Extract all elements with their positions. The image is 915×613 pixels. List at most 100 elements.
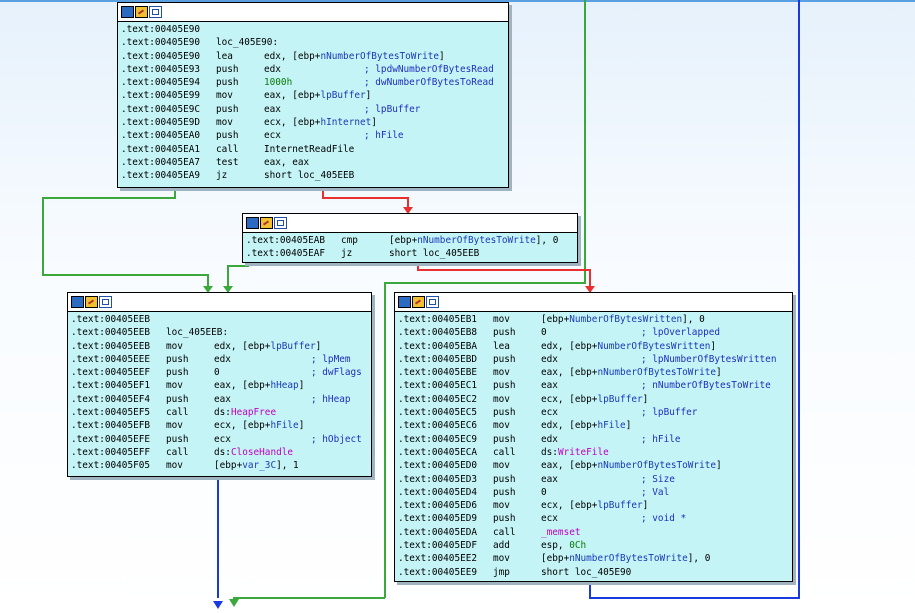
graph-node-rename-icon[interactable] xyxy=(412,296,425,308)
asm-operand[interactable]: ecx xyxy=(541,407,558,419)
asm-operand[interactable]: edx xyxy=(264,63,281,75)
asm-operand[interactable]: InternetReadFile xyxy=(264,143,355,155)
graph-node-color-icon[interactable] xyxy=(246,217,259,229)
asm-operand[interactable]: [ebp+nNumberOfBytesToWrite], 0 xyxy=(541,553,711,565)
asm-operand[interactable]: ecx, [ebp+lpBuffer] xyxy=(541,500,649,512)
asm-operand[interactable]: edx, [ebp+nNumberOfBytesToWrite] xyxy=(264,50,445,62)
asm-line[interactable]: .text:00405EEB xyxy=(71,313,371,326)
asm-operand[interactable]: 0 xyxy=(541,486,547,498)
asm-operand[interactable]: eax xyxy=(214,393,231,405)
asm-operand[interactable]: [ebp+nNumberOfBytesToWrite], 0 xyxy=(389,235,559,246)
asm-operand[interactable]: ecx xyxy=(214,433,231,445)
asm-operand[interactable]: edx xyxy=(541,433,558,445)
graph-node-rename-icon[interactable] xyxy=(260,217,273,229)
asm-operand[interactable]: esp, 0Ch xyxy=(541,540,587,552)
asm-operand[interactable]: ecx, [ebp+lpBuffer] xyxy=(541,393,649,405)
asm-operand[interactable]: short loc_405E90 xyxy=(541,566,632,578)
graph-node-color-icon[interactable] xyxy=(398,296,411,308)
graph-node-color-icon[interactable] xyxy=(121,6,134,18)
asm-operand[interactable]: eax, eax xyxy=(264,156,310,168)
asm-label[interactable]: loc_405E90: xyxy=(216,37,279,49)
asm-operand[interactable]: eax, [ebp+lpBuffer] xyxy=(264,90,372,102)
asm-operand[interactable]: ecx, [ebp+hInternet] xyxy=(264,117,377,129)
graph-node-group-icon[interactable] xyxy=(149,6,162,18)
asm-operand[interactable]: edx xyxy=(214,353,231,365)
asm-operand[interactable]: eax xyxy=(541,380,558,392)
graph-node-rename-icon[interactable] xyxy=(85,296,98,308)
asm-operand[interactable]: eax, [ebp+nNumberOfBytesToWrite] xyxy=(541,460,722,472)
asm-operand[interactable]: ecx xyxy=(264,130,281,142)
asm-line[interactable]: .text:00405E90 xyxy=(121,23,508,36)
asm-operand[interactable]: eax, [ebp+hHeap] xyxy=(214,380,305,392)
graph-node-rename-icon[interactable] xyxy=(135,6,148,18)
asm-operand[interactable]: short loc_405EEB xyxy=(389,248,480,260)
asm-operand[interactable]: edx xyxy=(541,353,558,365)
asm-operand[interactable]: eax xyxy=(264,103,281,115)
asm-operand[interactable]: [ebp+NumberOfBytesWritten], 0 xyxy=(541,314,705,325)
asm-operand[interactable]: [ebp+var_3C], 1 xyxy=(214,460,299,472)
asm-operand[interactable]: edx, [ebp+hFile] xyxy=(541,420,632,432)
asm-operand[interactable]: ecx xyxy=(541,513,558,525)
asm-operand[interactable]: _memset xyxy=(541,526,581,538)
asm-operand[interactable]: ds:CloseHandle xyxy=(214,446,294,458)
graph-node-group-icon[interactable] xyxy=(274,217,287,229)
asm-label[interactable]: loc_405EEB: xyxy=(166,327,229,339)
asm-operand[interactable]: edx, [ebp+lpBuffer] xyxy=(214,340,322,352)
asm-operand[interactable]: edx, [ebp+NumberOfBytesWritten] xyxy=(541,340,717,352)
asm-operand[interactable]: eax xyxy=(541,473,558,485)
asm-operand[interactable]: 1000h xyxy=(264,77,293,89)
asm-operand[interactable]: ecx, [ebp+hFile] xyxy=(214,420,305,432)
asm-operand[interactable]: 0 xyxy=(214,367,220,379)
asm-operand[interactable]: ds:WriteFile xyxy=(541,446,609,458)
asm-operand[interactable]: ds:HeapFree xyxy=(214,407,277,419)
asm-operand[interactable]: 0 xyxy=(541,327,547,339)
asm-operand[interactable]: short loc_405EEB xyxy=(264,170,355,182)
asm-operand[interactable]: eax, [ebp+nNumberOfBytesToWrite] xyxy=(541,367,722,379)
